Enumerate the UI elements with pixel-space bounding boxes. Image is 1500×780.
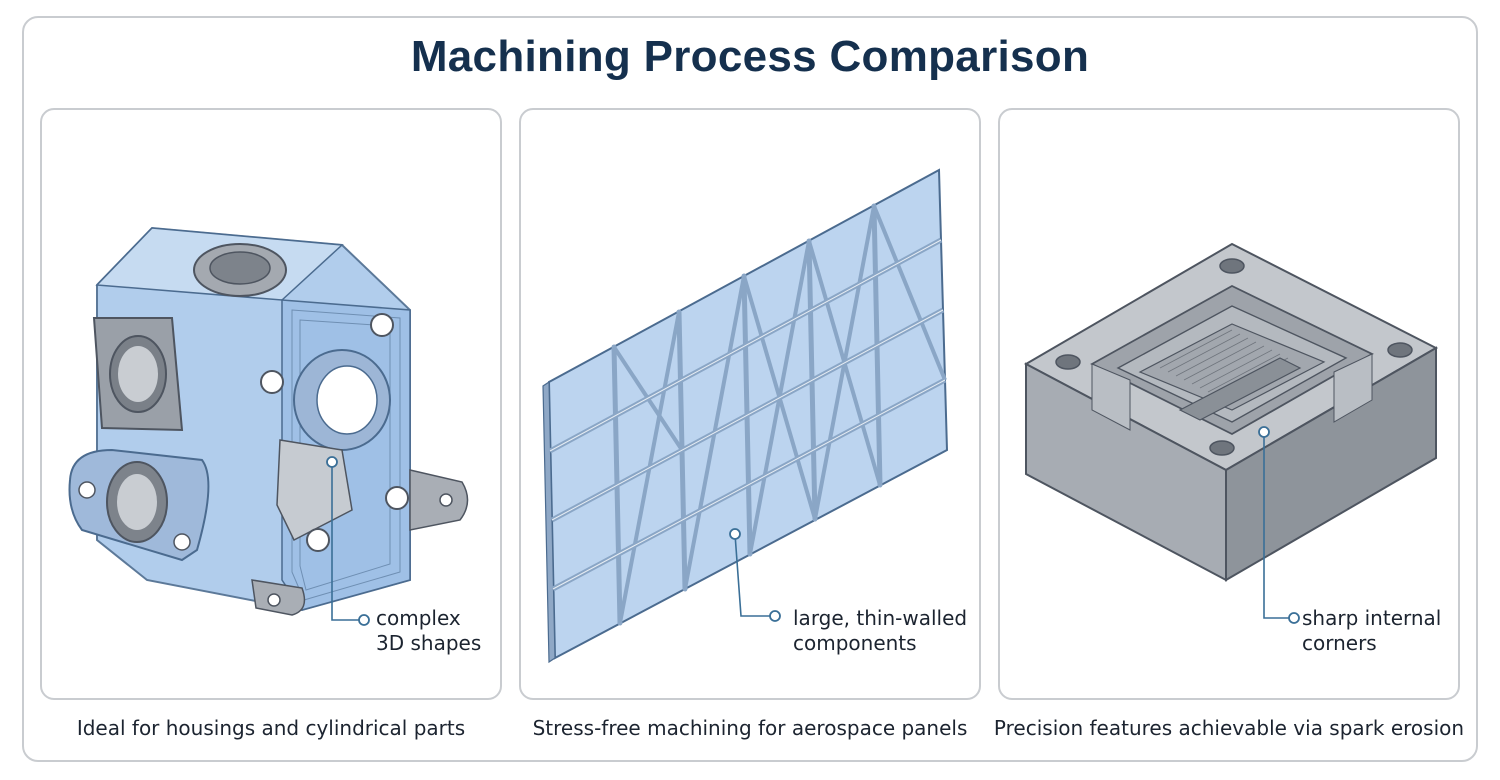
callout-sharp-internal-corners: sharp internal corners xyxy=(1302,606,1442,655)
caption-housings: Ideal for housings and cylindrical parts xyxy=(76,716,466,740)
panel-housing: complex 3D shapes xyxy=(40,108,502,700)
figure-title: Machining Process Comparison xyxy=(410,32,1090,81)
callout-thin-walled-components: large, thin-walled components xyxy=(793,606,968,655)
panel-mold-block: sharp internal corners xyxy=(998,108,1460,700)
mold-cavity-block-icon xyxy=(1023,242,1439,624)
caption-spark-erosion: Precision features achievable via spark … xyxy=(993,716,1465,740)
callout-complex-3d-shapes: complex 3D shapes xyxy=(376,606,482,655)
valve-housing-icon xyxy=(68,226,469,626)
panel-aerospace: large, thin-walled components xyxy=(519,108,981,700)
aerospace-panel-icon xyxy=(542,168,949,664)
caption-aerospace: Stress-free machining for aerospace pane… xyxy=(532,716,968,740)
